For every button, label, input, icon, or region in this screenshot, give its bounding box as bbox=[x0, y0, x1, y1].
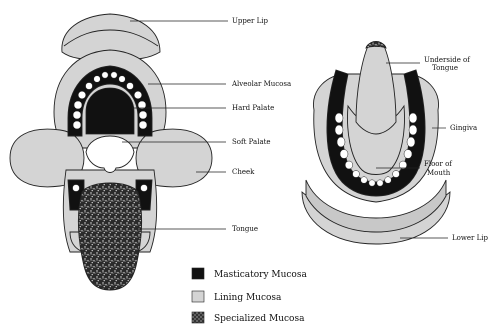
label-underside-of-tongue-line2: Tongue bbox=[432, 64, 458, 72]
label-soft-palate: Soft Palate bbox=[232, 138, 271, 146]
upper-jaw-figure bbox=[10, 14, 212, 290]
label-tongue: Tongue bbox=[232, 225, 258, 233]
legend: Masticatory Mucosa Lining Mucosa Special… bbox=[192, 268, 307, 324]
legend-label-specialized: Specialized Mucosa bbox=[214, 314, 305, 324]
label-floor-of-mouth-line1: Floor of bbox=[424, 160, 453, 168]
legend-label-lining: Lining Mucosa bbox=[214, 293, 282, 303]
label-gingiva: Gingiva bbox=[450, 124, 477, 132]
label-alveolar-mucosa: Alveolar Mucosa bbox=[231, 80, 291, 88]
hard-palate-shape bbox=[86, 88, 134, 134]
tongue-shape bbox=[78, 183, 141, 290]
label-lower-lip: Lower Lip bbox=[452, 234, 488, 242]
underside-of-tongue-shape bbox=[356, 42, 396, 135]
label-hard-palate: Hard Palate bbox=[232, 104, 274, 112]
legend-label-masticatory: Masticatory Mucosa bbox=[214, 270, 307, 280]
legend-swatch-specialized bbox=[192, 312, 204, 323]
lower-jaw-figure bbox=[302, 42, 450, 245]
soft-palate-shape bbox=[86, 136, 134, 173]
label-cheek: Cheek bbox=[232, 168, 255, 176]
label-upper-lip: Upper Lip bbox=[232, 17, 268, 25]
legend-swatch-lining bbox=[192, 291, 204, 302]
label-floor-of-mouth-line2: Mouth bbox=[427, 169, 451, 177]
legend-swatch-masticatory bbox=[192, 268, 204, 279]
label-underside-of-tongue-line1: Underside of bbox=[424, 56, 471, 64]
